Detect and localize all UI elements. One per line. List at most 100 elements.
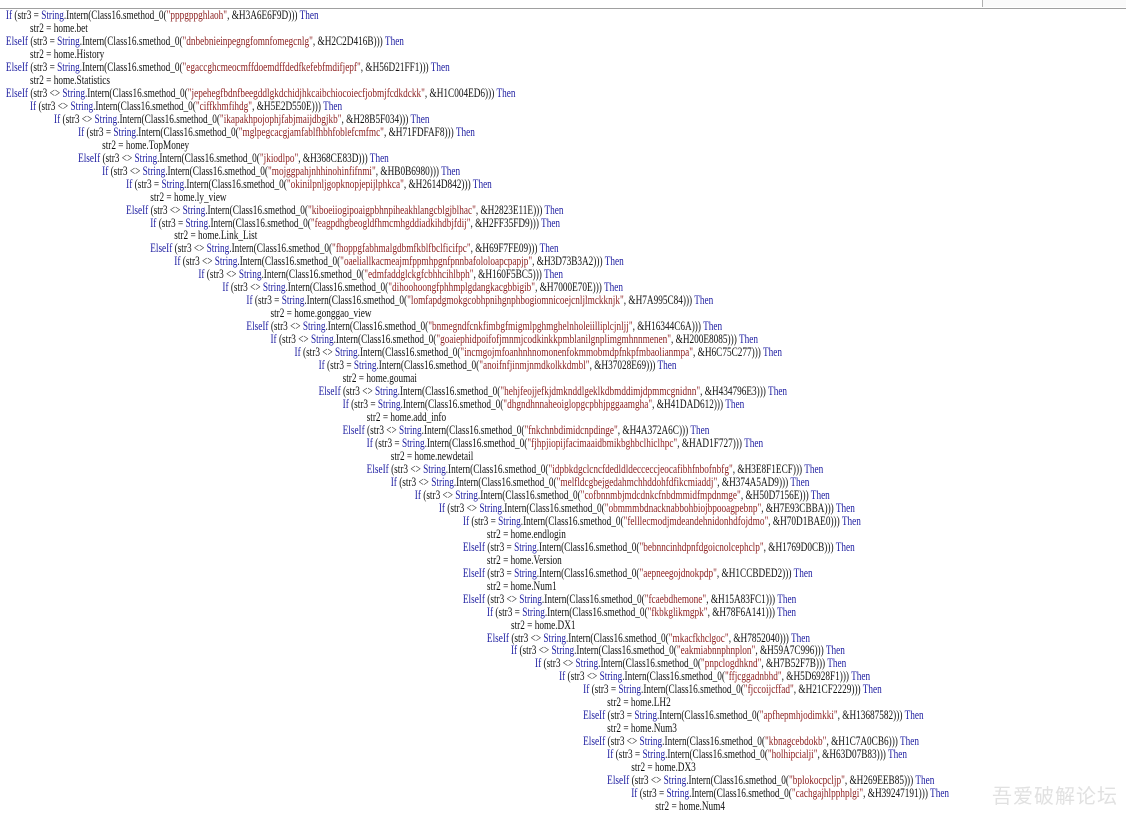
- quote: ": [528, 254, 533, 269]
- keyword: If: [390, 474, 397, 489]
- code-line-condition[interactable]: ElseIf (str3 <> String.Intern(Class16.sm…: [0, 631, 1126, 645]
- code-line-assignment[interactable]: str2 = home.bet: [0, 21, 1126, 35]
- code-line-assignment[interactable]: str2 = home.Num3: [0, 722, 1126, 735]
- code-line-assignment[interactable]: str2 = home.DX3: [0, 761, 1126, 774]
- code-line-condition[interactable]: If (str3 = String.Intern(Class16.smethod…: [0, 177, 1126, 191]
- keyword-then: Then: [703, 319, 723, 334]
- code-line-assignment[interactable]: str2 = home.add_info: [0, 411, 1126, 424]
- code-text: ,: [617, 423, 623, 437]
- code-line-condition[interactable]: If (str3 = String.Intern(Class16.smethod…: [0, 683, 1126, 696]
- code-line-condition[interactable]: If (str3 <> String.Intern(Class16.smetho…: [0, 98, 1126, 113]
- code-line-assignment[interactable]: str2 = home.endlogin: [0, 527, 1126, 541]
- code-line-condition[interactable]: If (str3 <> String.Intern(Class16.smetho…: [0, 487, 1126, 502]
- code-line-assignment[interactable]: str2 = home.Num4: [0, 800, 1126, 813]
- code-text: (str3: [28, 85, 50, 100]
- code-text: ))): [839, 669, 852, 684]
- quote: ": [764, 734, 769, 749]
- code-line-condition[interactable]: If (str3 = String.Intern(Class16.smethod…: [0, 787, 1126, 800]
- operator: =: [346, 358, 352, 373]
- code-line-condition[interactable]: If (str3 <> String.Intern(Class16.smetho…: [0, 164, 1126, 178]
- code-line-condition[interactable]: ElseIf (str3 <> String.Intern(Class16.sm…: [0, 424, 1126, 437]
- string-literal: "jkiodlpo": [260, 151, 298, 165]
- code-text: ,: [632, 319, 638, 334]
- code-line-condition[interactable]: If (str3 = String.Intern(Class16.smethod…: [0, 359, 1126, 372]
- code-line-condition[interactable]: If (str3 <> String.Intern(Class16.smetho…: [0, 281, 1126, 294]
- code-line-condition[interactable]: ElseIf (str3 <> String.Intern(Class16.sm…: [0, 320, 1126, 333]
- editor-tab[interactable]: [982, 0, 1126, 7]
- code-line-condition[interactable]: If (str3 = String.Intern(Class16.smethod…: [0, 435, 1126, 450]
- code-line-condition[interactable]: If (str3 = String.Intern(Class16.smethod…: [0, 398, 1126, 411]
- code-editor[interactable]: If (str3 = String .Intern(Class16.smethod…: [0, 9, 1126, 813]
- code-line-condition[interactable]: If (str3 = String.Intern(Class16.smethod…: [0, 514, 1126, 528]
- code-line-assignment[interactable]: str2 = home.goumai: [0, 372, 1126, 385]
- code-line-assignment[interactable]: str2 = home.gonggao_view: [0, 307, 1126, 320]
- keyword: If: [270, 332, 277, 347]
- code-text: (str3: [420, 487, 443, 502]
- code-text: .Intern(Class16.smethod_0(: [229, 241, 333, 256]
- keyword-then: Then: [738, 332, 758, 347]
- string-value: apfhepmhjodimkki: [763, 708, 834, 723]
- code-text: ,: [693, 345, 698, 360]
- code-line-condition[interactable]: If (str3 <> String.Intern(Class16.smetho…: [0, 255, 1126, 268]
- string-value: pnpclogdhknd: [704, 656, 758, 671]
- quote: ": [466, 241, 471, 256]
- code-text: (str3: [268, 319, 291, 334]
- code-line-condition[interactable]: ElseIf (str3 = String.Intern(Class16.sme…: [0, 34, 1126, 48]
- hex-literal: &H434796E3: [704, 384, 757, 399]
- code-line-condition[interactable]: If (str3 <> String.Intern(Class16.smetho…: [0, 112, 1126, 126]
- string-literal: "eakmiabnnphnplon": [677, 643, 755, 657]
- code-text: ,: [623, 293, 629, 308]
- code-line-condition[interactable]: ElseIf (str3 <> String.Intern(Class16.sm…: [0, 385, 1126, 398]
- code-line-condition[interactable]: ElseIf (str3 <> String.Intern(Class16.sm…: [0, 151, 1126, 165]
- code-line-assignment[interactable]: str2 = home.Statistics: [0, 73, 1126, 87]
- code-line-condition[interactable]: If (str3 = String.Intern(Class16.smethod…: [0, 125, 1126, 139]
- keyword-string: String: [514, 539, 537, 554]
- code-line-condition[interactable]: ElseIf (str3 = String.Intern(Class16.sme…: [0, 60, 1126, 74]
- code-line-condition[interactable]: ElseIf (str3 <> String.Intern(Class16.sm…: [0, 242, 1126, 255]
- string-literal: "mglpegcacgjamfablfhbhfoblefcmfmc": [239, 125, 384, 139]
- code-line-condition[interactable]: If (str3 <> String.Intern(Class16.smetho…: [0, 346, 1126, 359]
- code-line-condition[interactable]: ElseIf (str3 <> String.Intern(Class16.sm…: [0, 462, 1126, 476]
- code-line-condition[interactable]: If (str3 <> String.Intern(Class16.smetho…: [0, 268, 1126, 281]
- code-line-condition[interactable]: If (str3 = String.Intern(Class16.smethod…: [0, 604, 1126, 619]
- code-line-condition[interactable]: If (str3 = String.Intern(Class16.smethod…: [0, 216, 1126, 230]
- code-line-condition[interactable]: ElseIf (str3 <> String.Intern(Class16.sm…: [0, 203, 1126, 217]
- code-text: ))): [765, 591, 778, 606]
- code-text: .Intern(Class16.smethod_0(: [689, 786, 792, 801]
- code-line-assignment[interactable]: str2 = home.newdetail: [0, 449, 1126, 463]
- code-text: .Intern(Class16.smethod_0(: [665, 747, 768, 762]
- code-line-assignment[interactable]: str2 = home.Link_List: [0, 229, 1126, 242]
- code-line-condition[interactable]: ElseIf (str3 <> String.Intern(Class16.sm…: [0, 591, 1126, 606]
- code-text: ))): [727, 332, 739, 347]
- code-line-condition[interactable]: ElseIf (str3 <> String.Intern(Class16.sm…: [0, 774, 1126, 787]
- keyword: If: [631, 786, 638, 801]
- code-line-condition[interactable]: If (str3 = String.Intern(Class16.smethod…: [0, 9, 1126, 22]
- code-line-condition[interactable]: ElseIf (str3 = String.Intern(Class16.sme…: [0, 709, 1126, 722]
- operator: <>: [57, 98, 69, 113]
- code-line-assignment[interactable]: str2 = home.LH2: [0, 696, 1126, 709]
- code-line-condition[interactable]: ElseIf (str3 = String.Intern(Class16.sme…: [0, 565, 1126, 580]
- code-line-condition[interactable]: ElseIf (str3 <> String.Intern(Class16.sm…: [0, 735, 1126, 748]
- code-line-condition[interactable]: ElseIf (str3 <> String.Intern(Class16.sm…: [0, 85, 1126, 100]
- code-line-condition[interactable]: If (str3 <> String.Intern(Class16.smetho…: [0, 501, 1126, 515]
- keyword-then: Then: [862, 682, 882, 697]
- code-line-assignment[interactable]: str2 = home.Version: [0, 553, 1126, 567]
- code-line-condition[interactable]: If (str3 = String.Intern(Class16.smethod…: [0, 294, 1126, 307]
- code-line-assignment[interactable]: str2 = home.ly_view: [0, 190, 1126, 204]
- code-line-assignment[interactable]: str2 = home.Num1: [0, 579, 1126, 593]
- code-line-condition[interactable]: If (str3 = String.Intern(Class16.smethod…: [0, 748, 1126, 761]
- code-line-condition[interactable]: If (str3 <> String.Intern(Class16.smetho…: [0, 657, 1126, 670]
- code-line-condition[interactable]: If (str3 <> String.Intern(Class16.smetho…: [0, 644, 1126, 657]
- code-text: .Intern(Class16.smethod_0(: [544, 604, 648, 619]
- string-literal: "fjccoijcffad": [744, 682, 794, 696]
- code-line-condition[interactable]: If (str3 <> String.Intern(Class16.smetho…: [0, 670, 1126, 683]
- code-line-assignment[interactable]: str2 = home.TopMoney: [0, 138, 1126, 152]
- code-line-assignment[interactable]: str2 = home.DX1: [0, 618, 1126, 632]
- code-line-condition[interactable]: If (str3 <> String.Intern(Class16.smetho…: [0, 474, 1126, 489]
- code-line-assignment[interactable]: str2 = home.History: [0, 47, 1126, 61]
- code-text: (str3: [372, 435, 395, 450]
- hex-literal: &H16344C6A: [637, 319, 692, 334]
- code-line-condition[interactable]: If (str3 <> String.Intern(Class16.smetho…: [0, 333, 1126, 346]
- code-line-condition[interactable]: ElseIf (str3 = String.Intern(Class16.sme…: [0, 539, 1126, 554]
- keyword-string: String: [514, 565, 537, 580]
